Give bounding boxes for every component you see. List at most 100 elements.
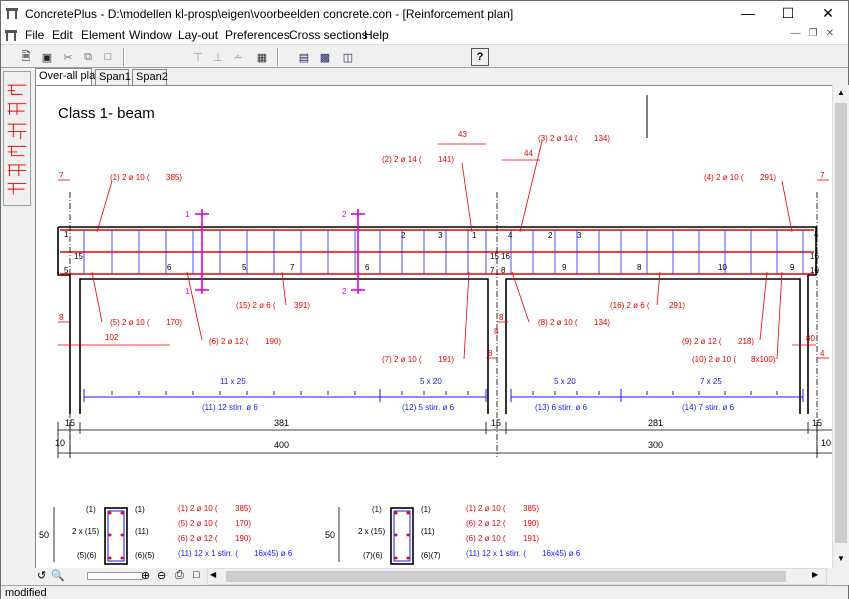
stirrup-spacing: 7 x 25	[700, 377, 722, 386]
zoom-in-icon[interactable]: ⊕	[141, 570, 151, 582]
calculator-icon[interactable]: ▦	[256, 51, 268, 64]
tab-span2[interactable]: Span2	[132, 69, 168, 85]
title-bar[interactable]: ConcretePlus - D:\modellen kl-prosp\eige…	[1, 1, 848, 25]
save-icon[interactable]: ▣	[41, 51, 53, 64]
vertical-scrollbar[interactable]: ▲ ▼	[832, 85, 849, 568]
undo-zoom-icon[interactable]: ↺	[37, 570, 47, 582]
section-bar-tag: (1)	[421, 505, 431, 514]
section-list-item: (5) 2 ø 10 (	[178, 519, 218, 528]
scroll-up-icon[interactable]: ▲	[837, 88, 845, 97]
beam-tool-icon[interactable]: ⊤	[193, 51, 203, 64]
tab-span1[interactable]: Span1	[95, 69, 131, 85]
bar-length: 291)	[760, 173, 776, 182]
section-bar-tag: (1)	[372, 505, 382, 514]
dim-44: 44	[524, 149, 533, 158]
section-list-value: 170)	[235, 519, 251, 528]
close-button[interactable]: ✕	[822, 4, 834, 21]
bar-length: 385)	[166, 173, 182, 182]
stirrup-spacing: 11 x 25	[220, 377, 246, 386]
scroll-down-icon[interactable]: ▼	[837, 554, 845, 563]
bar-length: 8x100)	[751, 355, 776, 364]
dim-8: 8	[488, 349, 493, 358]
mdi-controls[interactable]: —❐✕	[790, 28, 842, 39]
stirrup-label: (12) 5 stirr. ø 6	[402, 403, 455, 412]
bar-number: 16	[501, 252, 510, 261]
bar-number: 15	[490, 252, 499, 261]
zoom-window-icon[interactable]: 🔍	[51, 570, 65, 582]
beam-type-5-icon	[7, 164, 27, 177]
tab-over-all-plan[interactable]: Over-all plan	[35, 68, 101, 85]
scroll-thumb[interactable]	[835, 103, 847, 543]
element-palette[interactable]	[3, 71, 31, 206]
dim-10: 10	[821, 438, 831, 448]
cross-section-1: 50 (1) 2 x (15) (5)(6) (1) (11) (6)(5) (…	[39, 504, 293, 565]
section-list-item: (1) 2 ø 10 (	[178, 504, 218, 513]
bar-length: 190)	[265, 337, 281, 346]
maximize-button[interactable]: ☐	[781, 4, 795, 21]
support-tool-icon[interactable]: ⩪	[233, 51, 243, 64]
menu-bar: File Edit Element Window Lay-out Prefere…	[1, 25, 848, 45]
window-icon[interactable]: ▤	[298, 51, 310, 64]
window-title: ConcretePlus - D:\modellen kl-prosp\eige…	[25, 7, 514, 21]
bar-length: 170)	[166, 318, 182, 327]
bar-number: 8	[637, 263, 642, 272]
section-bar-tag: (7)(6)	[363, 551, 383, 560]
help-icon[interactable]: ?	[471, 48, 489, 66]
bar-label-4: (4) 2 ø 10 (	[704, 173, 744, 182]
bar-number: 5	[242, 263, 247, 272]
stirrup-label: (13) 6 stirr. ø 6	[535, 403, 588, 412]
scroll-right-icon[interactable]: ▶	[812, 570, 819, 579]
menu-cross-sections[interactable]: Cross sections	[289, 28, 368, 42]
print-preview-icon[interactable]: ▩	[319, 51, 331, 64]
section-list-item: (6) 2 ø 12 (	[466, 519, 506, 528]
beam-type-3-icon	[7, 123, 27, 139]
dim-281: 281	[648, 418, 663, 428]
menu-preferences[interactable]: Preferences	[225, 28, 290, 42]
zoom-out-icon[interactable]: ⊖	[157, 570, 167, 582]
menu-file[interactable]: File	[25, 28, 45, 42]
bar-number: 4	[814, 230, 819, 239]
drawing-canvas[interactable]: Class 1- beam 1 1 2 2 1 2 3	[35, 85, 832, 568]
bar-label-9: (9) 2 ø 12 (	[682, 337, 722, 346]
bar-number: 9	[790, 263, 795, 272]
bar-number: 7	[490, 266, 495, 275]
status-bar: modified	[1, 585, 848, 599]
bar-number: 5	[64, 266, 69, 275]
section-mark: 1	[185, 210, 190, 219]
dim-4: 4	[820, 349, 825, 358]
menu-window[interactable]: Window	[129, 28, 172, 42]
stirrup-dimension-lines	[83, 389, 804, 402]
section-list-value: 16x45) ø 6	[254, 549, 293, 558]
copy-icon[interactable]: ⧉	[84, 50, 92, 63]
bar-label-2: (2) 2 ø 14 (	[382, 155, 422, 164]
layers-icon[interactable]: ◫	[342, 51, 354, 64]
section-list-value: 190)	[523, 519, 539, 528]
section-list-value: 190)	[235, 534, 251, 543]
menu-help[interactable]: Help	[364, 28, 389, 42]
bar-label-15: (15) 2 ø 6 (	[236, 301, 276, 310]
horizontal-scrollbar[interactable]: ◀ ▶	[207, 568, 827, 585]
dim-15: 15	[812, 418, 822, 428]
paste-icon[interactable]: □	[104, 51, 112, 63]
bar-number: 1	[472, 231, 477, 240]
beam-type-1-icon	[7, 84, 27, 95]
bar-label-8: (8) 2 ø 10 (	[538, 318, 578, 327]
menu-element[interactable]: Element	[81, 28, 126, 42]
section-bar-tag: (6)(5)	[135, 551, 155, 560]
minimize-button[interactable]: —	[741, 5, 755, 21]
menu-layout[interactable]: Lay-out	[178, 28, 219, 42]
section-markers	[195, 209, 365, 294]
cut-icon[interactable]: ✂	[63, 51, 73, 64]
menu-edit[interactable]: Edit	[52, 28, 73, 42]
dim-300: 300	[648, 440, 663, 450]
column-tool-icon[interactable]: ⊥	[213, 51, 223, 64]
section-list-value: 385)	[523, 504, 539, 513]
print-icon[interactable]: ⎙	[175, 569, 184, 581]
new-file-icon[interactable]: 🗎	[21, 50, 31, 63]
hscroll-thumb[interactable]	[226, 571, 786, 582]
page-icon[interactable]: □	[193, 569, 200, 581]
section-bar-tag: 2 x (15)	[358, 527, 385, 536]
bar-label-6: (6) 2 ø 12 (	[209, 337, 249, 346]
scroll-left-icon[interactable]: ◀	[210, 570, 217, 579]
zoom-slider[interactable]	[87, 572, 143, 580]
